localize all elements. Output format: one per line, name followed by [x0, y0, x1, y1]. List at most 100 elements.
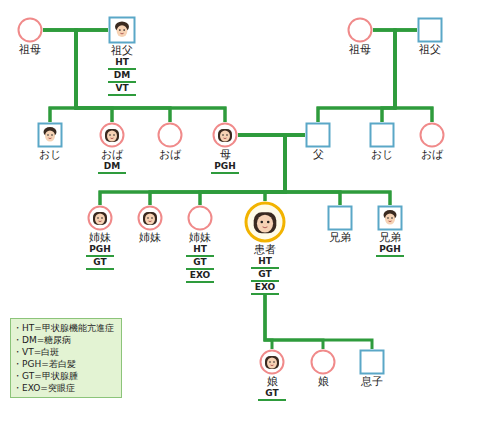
- female-person: 祖母: [17, 17, 43, 56]
- condition-code: GT: [186, 257, 214, 270]
- person-label: 兄弟: [329, 231, 351, 244]
- female-circle: [19, 19, 42, 42]
- person-symbol: [137, 205, 163, 231]
- female-circle: [139, 207, 162, 230]
- male-person: 父: [305, 122, 331, 161]
- person-label: 姉妹: [89, 231, 111, 244]
- legend-entry: ・HT=甲状腺機能亢進症: [13, 322, 119, 334]
- condition-code: EXO: [186, 270, 214, 283]
- female-person: 姉妹: [137, 205, 163, 244]
- condition-code: PGH: [376, 244, 404, 257]
- patient-person: 患者HTGTEXO: [244, 201, 286, 295]
- female-person: 姉妹PGHGT: [87, 205, 113, 270]
- person-label: 祖母: [19, 43, 41, 56]
- legend-entry: ・PGH=若白髪: [13, 358, 119, 370]
- legend-box: ・HT=甲状腺機能亢進症・DM=糖尿病・VT=白斑・PGH=若白髪・GT=甲状腺…: [10, 318, 122, 398]
- male-person: おじ: [369, 122, 395, 161]
- face-icon: [257, 215, 273, 233]
- male-square: [329, 207, 352, 230]
- person-label: 息子: [361, 375, 383, 388]
- person-symbol: [327, 205, 353, 231]
- female-person: 祖母: [347, 17, 373, 56]
- face-icon: [45, 131, 55, 142]
- person-symbol: [187, 205, 213, 231]
- eye-icon: [147, 217, 149, 219]
- condition-code: GT: [258, 388, 286, 401]
- eye-icon: [47, 134, 49, 136]
- hair-icon: [218, 129, 232, 142]
- mouth-icon: [111, 138, 114, 140]
- condition-code: HT: [108, 57, 136, 70]
- female-person: おばDM: [99, 122, 125, 174]
- person-label: 祖母: [349, 43, 371, 56]
- condition-code: VT: [108, 83, 136, 96]
- face-icon: [95, 214, 105, 225]
- female-circle: [312, 351, 335, 374]
- female-person: おば: [157, 122, 183, 161]
- female-person: 娘GT: [259, 349, 285, 401]
- female-circle: [421, 124, 444, 147]
- face-icon: [107, 131, 117, 142]
- male-person: 兄弟: [327, 205, 353, 244]
- legend-entry: ・DM=糖尿病: [13, 334, 119, 346]
- person-label: おば: [101, 148, 123, 161]
- mouth-icon: [224, 138, 227, 140]
- person-label: 娘: [318, 375, 329, 388]
- male-square: [307, 124, 330, 147]
- mouth-icon: [149, 221, 152, 223]
- female-circle: [349, 19, 372, 42]
- hair-icon: [265, 356, 279, 369]
- face-icon: [117, 25, 128, 37]
- eye-icon: [109, 134, 111, 136]
- person-symbol: [157, 122, 183, 148]
- eye-icon: [273, 361, 275, 363]
- person-symbol: [108, 16, 136, 44]
- person-label: 姉妹: [189, 231, 211, 244]
- eye-icon: [260, 221, 263, 224]
- hair-icon: [105, 129, 119, 142]
- person-symbol: [305, 122, 331, 148]
- legend-entry: ・GT=甲状腺腫: [13, 370, 119, 382]
- male-person: 兄弟PGH: [377, 205, 403, 257]
- hair-icon: [254, 212, 277, 233]
- mouth-icon: [99, 221, 102, 223]
- eye-icon: [123, 29, 125, 31]
- person-label: おじ: [371, 148, 393, 161]
- person-symbol: [369, 122, 395, 148]
- eye-icon: [391, 217, 393, 219]
- male-person: おじ: [37, 122, 63, 161]
- male-person: 祖父HTDMVT: [108, 16, 136, 96]
- person-symbol: [377, 205, 403, 231]
- person-label: 母: [220, 148, 231, 161]
- person-label: 父: [313, 148, 324, 161]
- person-label: 祖父: [111, 44, 133, 57]
- descent-line: [76, 30, 225, 122]
- descent-line: [265, 295, 372, 349]
- female-circle: [214, 124, 237, 147]
- condition-code: PGH: [86, 244, 114, 257]
- condition-code: HT: [186, 244, 214, 257]
- face-icon: [145, 214, 155, 225]
- male-person: 息子: [359, 349, 385, 388]
- female-circle: [89, 207, 112, 230]
- person-label: おば: [421, 148, 443, 161]
- condition-code: EXO: [251, 282, 279, 295]
- female-person: 娘: [310, 349, 336, 388]
- person-symbol: [359, 349, 385, 375]
- eye-icon: [119, 29, 121, 31]
- person-symbol: [87, 205, 113, 231]
- person-symbol: [310, 349, 336, 375]
- female-circle: [159, 124, 182, 147]
- legend-entry: ・VT=白斑: [13, 346, 119, 358]
- eye-icon: [97, 217, 99, 219]
- eye-icon: [222, 134, 224, 136]
- hair-icon: [143, 212, 157, 225]
- condition-code: DM: [98, 161, 126, 174]
- descent-line: [100, 135, 305, 205]
- female-person: 母PGH: [212, 122, 238, 174]
- mouth-icon: [263, 226, 268, 228]
- person-symbol: [419, 122, 445, 148]
- male-person: 祖父: [417, 17, 443, 56]
- person-label: 患者: [254, 243, 276, 256]
